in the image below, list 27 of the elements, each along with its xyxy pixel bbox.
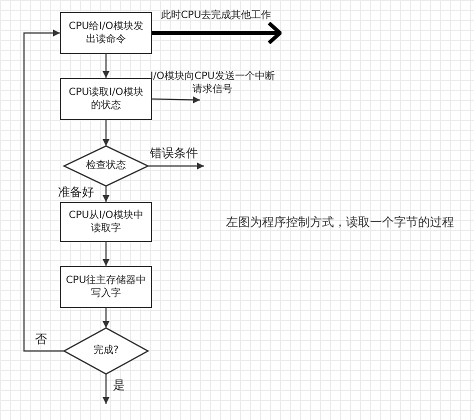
process-box xyxy=(60,266,152,308)
arrow xyxy=(152,96,200,104)
edge-label: 准备好 xyxy=(57,185,95,200)
arrow xyxy=(148,162,204,170)
process-box xyxy=(60,78,152,120)
arrow xyxy=(23,30,64,352)
node-text: CPU读取I/O模块的状态 xyxy=(68,86,144,112)
arrow xyxy=(102,308,110,328)
edge-label: 否 xyxy=(34,332,48,347)
node-text: 完成? xyxy=(93,344,119,358)
node-text: 检查状态 xyxy=(86,159,126,173)
thick-arrow xyxy=(152,21,282,45)
process-box xyxy=(60,12,152,54)
edge-label: 错误条件 xyxy=(149,146,199,161)
arrow xyxy=(102,242,110,266)
edge-label: I/O模块向CPU发送一个中断请求信号 xyxy=(150,71,275,96)
arrow xyxy=(102,186,110,202)
process-box xyxy=(60,202,152,242)
node-text: CPU给I/O模块发出读命令 xyxy=(68,20,144,46)
node-text: CPU往主存储器中写入字 xyxy=(65,274,147,300)
edge-label: 此时CPU去完成其他工作 xyxy=(160,10,272,22)
arrow xyxy=(102,120,110,146)
note-text: 左图为程序控制方式，读取一个字节的过程 xyxy=(226,214,455,231)
arrow xyxy=(102,54,110,78)
edge-label: 是 xyxy=(112,378,126,393)
arrow xyxy=(102,374,110,404)
node-text: CPU从I/O模块中读取字 xyxy=(68,208,144,236)
